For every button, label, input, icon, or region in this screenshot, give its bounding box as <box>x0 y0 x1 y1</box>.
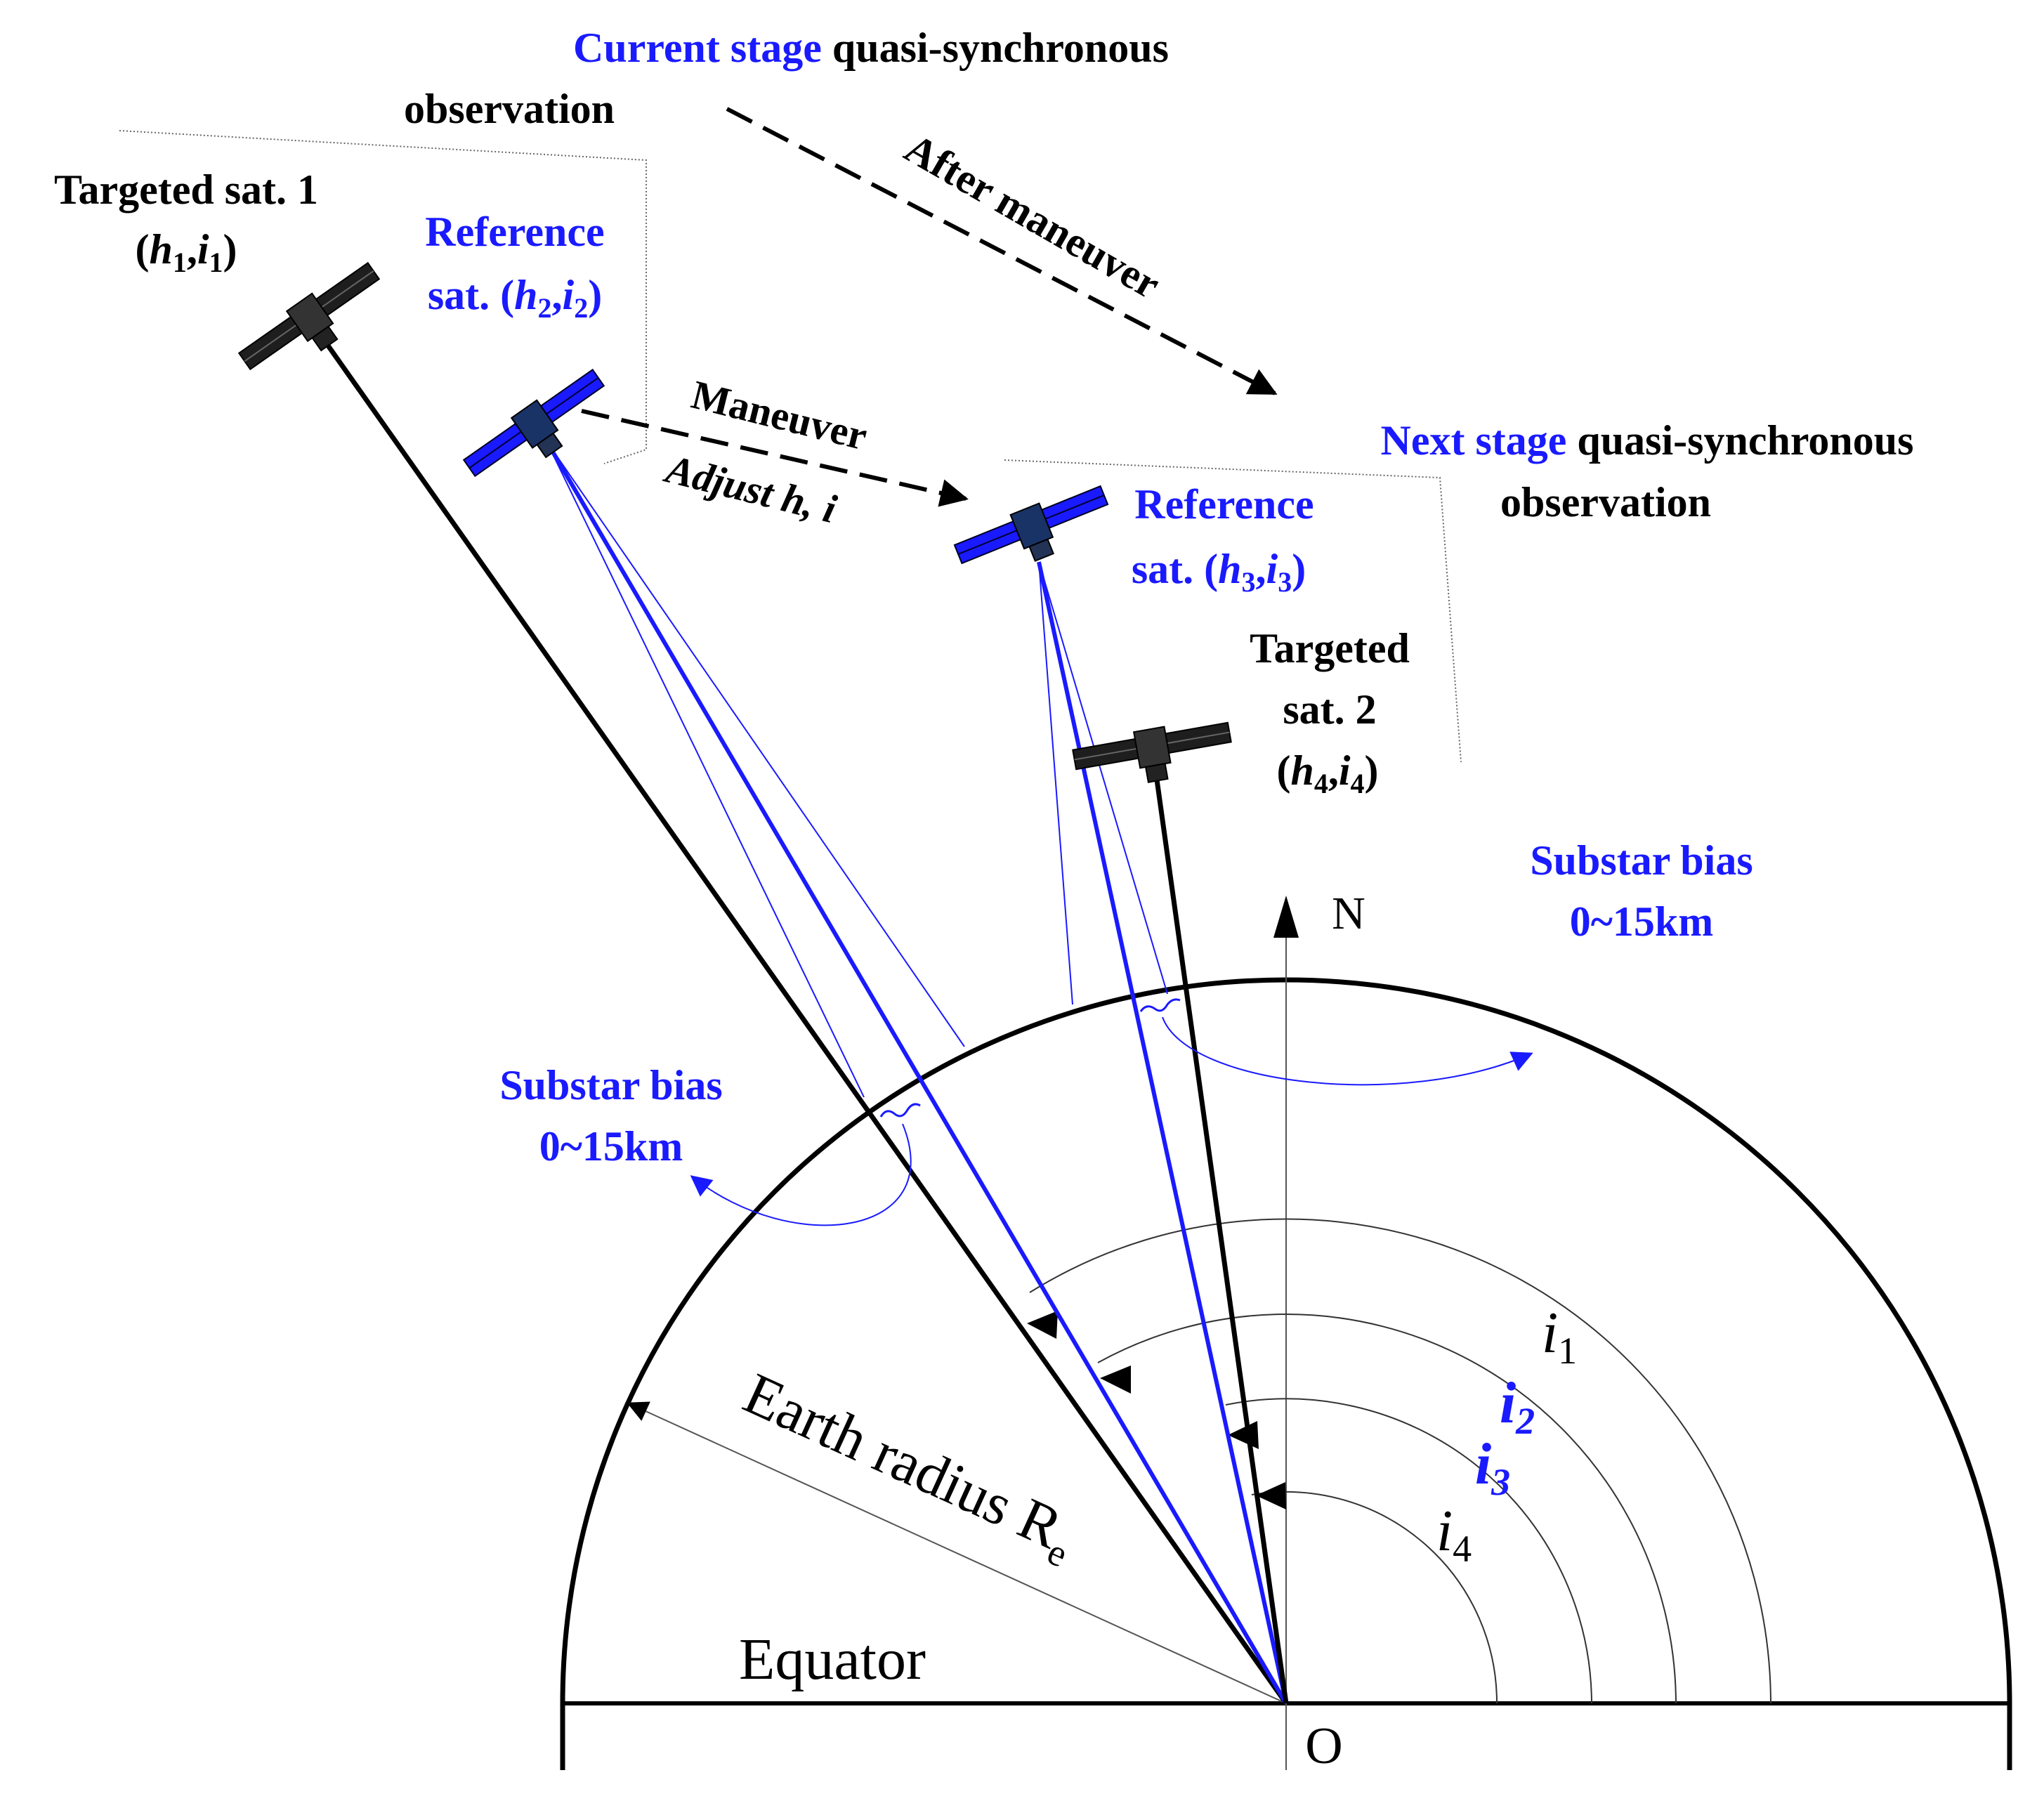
targeted-sat-2-icon <box>1072 721 1232 783</box>
maneuver-arrow <box>581 409 969 507</box>
fov-right-b <box>1038 561 1168 995</box>
arc-i3 <box>1225 1398 1592 1704</box>
inclination-i2-label: i2 <box>1500 1370 1535 1442</box>
arc-i2-arrowhead <box>1100 1366 1131 1394</box>
substar-bias-left-arrow <box>690 1123 912 1226</box>
reference-sat-3-params: sat. (h3,i3) <box>1132 546 1306 598</box>
substar-bias-left-line2: 0~15km <box>539 1123 683 1170</box>
current-stage-rest: quasi-synchronous <box>822 25 1169 71</box>
arc-i4-arrowhead <box>1256 1482 1286 1509</box>
inclination-i3-label: i3 <box>1475 1432 1510 1503</box>
after-maneuver-label: After maneuver <box>897 124 1168 308</box>
earth-radius-label: Earth radius Re <box>731 1361 1087 1576</box>
arc-i4 <box>1251 1491 1498 1704</box>
next-stage-label: Next stage quasi-synchronous <box>1381 417 1914 464</box>
reference-sat-2-icon <box>462 368 605 478</box>
equator-label: Equator <box>739 1627 926 1692</box>
adjust-label: Adjust h, i <box>660 445 841 532</box>
next-stage-line2: observation <box>1500 479 1711 525</box>
reference-sat-3-icon <box>953 485 1109 565</box>
next-stage-bracket <box>1004 459 1462 763</box>
north-label: N <box>1332 888 1365 939</box>
arc-i1 <box>1029 1218 1771 1704</box>
current-stage-label: Current stage quasi-synchronous <box>573 25 1169 71</box>
targeted-sat-2-params: (h4,i4) <box>1276 747 1378 799</box>
targeted-sat-1-title: Targeted sat. 1 <box>54 166 318 213</box>
line-reference-sat-2 <box>544 440 1288 1705</box>
reference-sat-3-title: Reference <box>1134 481 1313 528</box>
arc-i2 <box>1097 1314 1677 1704</box>
inclination-i1-label: i1 <box>1542 1300 1577 1372</box>
maneuver-label: Maneuver <box>687 372 872 459</box>
after-maneuver-arrow <box>726 107 1278 395</box>
current-stage-bracket <box>119 130 647 464</box>
earth-radius-arrow <box>627 1401 1287 1704</box>
targeted-sat-1-params: (h1,i1) <box>135 226 237 278</box>
reference-sat-2-title: Reference <box>425 209 604 255</box>
line-targeted-sat-2 <box>1154 779 1289 1704</box>
brace-right <box>1139 998 1181 1012</box>
fov-right-a <box>1038 561 1073 1005</box>
current-stage-line2: observation <box>404 86 615 132</box>
targeted-sat-2-line2: sat. 2 <box>1283 686 1376 733</box>
targeted-sat-1-icon <box>237 261 381 371</box>
fov-left-a <box>546 440 965 1047</box>
substar-bias-right-arrow <box>1162 1016 1533 1086</box>
reference-sat-2-params: sat. (h2,i2) <box>428 272 602 324</box>
arc-i1-arrowhead <box>1027 1311 1058 1339</box>
next-stage-rest: quasi-synchronous <box>1566 417 1913 464</box>
inclination-i4-label: i4 <box>1436 1498 1472 1570</box>
substar-bias-left-line1: Substar bias <box>499 1062 722 1108</box>
fov-left-b <box>546 440 865 1098</box>
origin-label: O <box>1305 1717 1342 1775</box>
substar-bias-right-line1: Substar bias <box>1530 837 1753 884</box>
arc-i3-arrowhead <box>1228 1421 1259 1449</box>
current-stage-highlight: Current stage <box>573 25 822 71</box>
substar-bias-right-line2: 0~15km <box>1570 898 1714 945</box>
brace-left <box>879 1103 921 1118</box>
targeted-sat-2-title: Targeted <box>1250 625 1410 672</box>
next-stage-highlight: Next stage <box>1381 417 1567 464</box>
line-targeted-sat-1 <box>317 332 1288 1705</box>
north-arrowhead <box>1273 896 1299 938</box>
